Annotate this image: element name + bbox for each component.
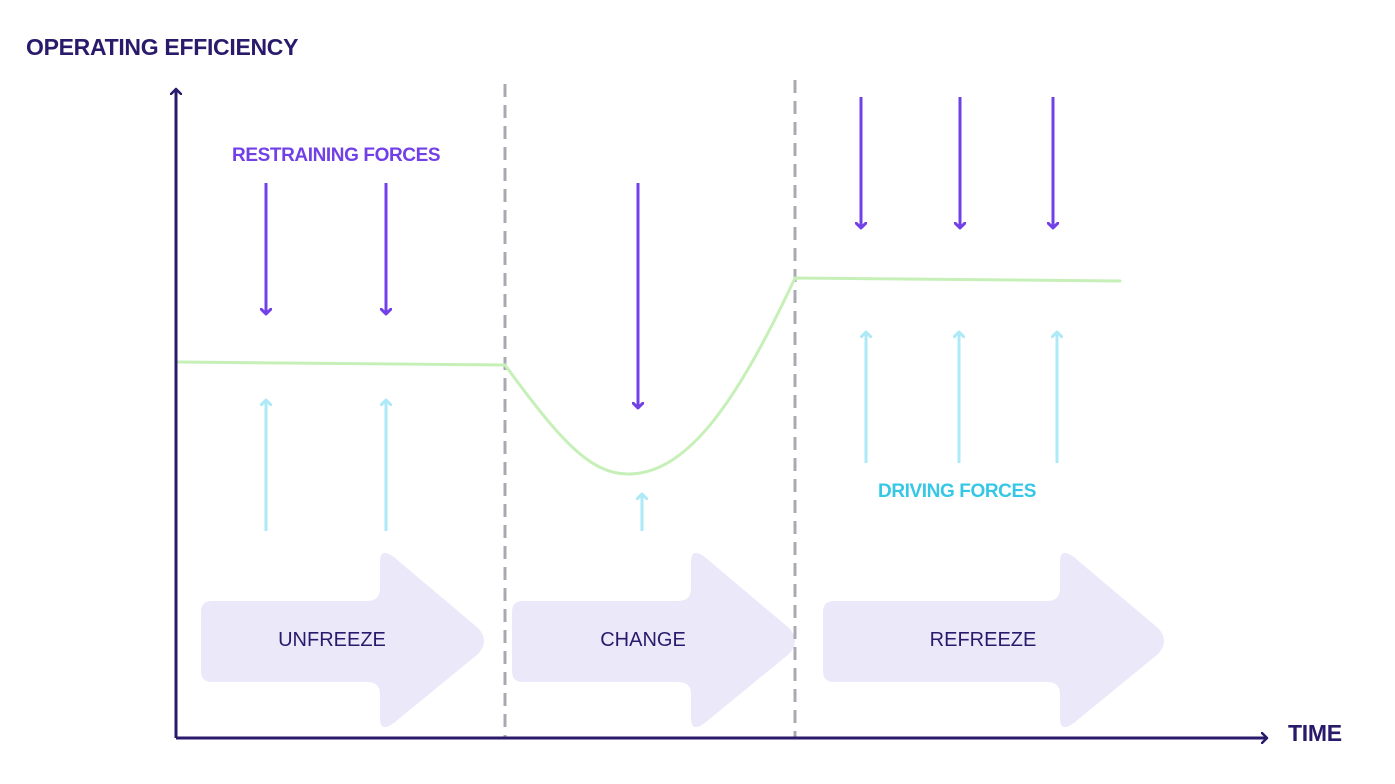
phase-label-refreeze: REFREEZE — [929, 629, 1037, 651]
y-axis-title: OPERATING EFFICIENCY — [26, 34, 299, 60]
driving-forces-label: DRIVING FORCES — [878, 481, 1037, 502]
phase-arrow-unfreeze — [201, 552, 484, 728]
restraining-forces-label: RESTRAINING FORCES — [232, 145, 441, 166]
efficiency-line — [176, 276, 1122, 476]
phase-label-change: CHANGE — [600, 629, 686, 651]
x-axis-title: TIME — [1288, 720, 1342, 746]
phase-arrow-refreeze — [823, 552, 1164, 728]
phase-label-unfreeze: UNFREEZE — [278, 629, 386, 651]
phase-arrow-change — [512, 552, 795, 728]
